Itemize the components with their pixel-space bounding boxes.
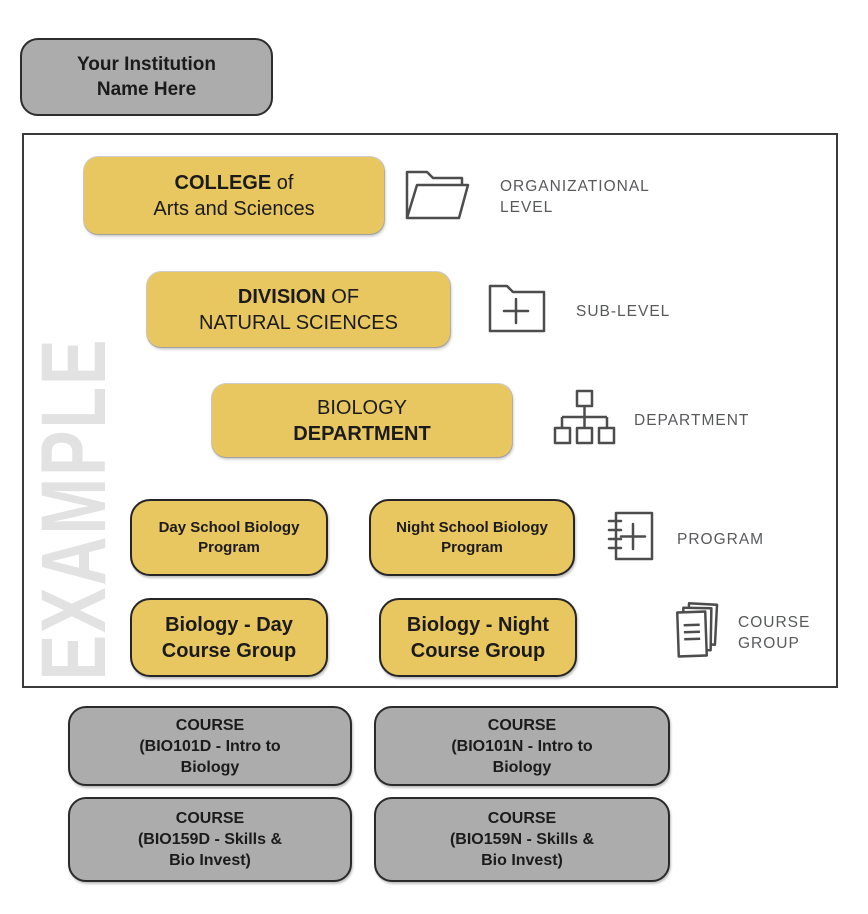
course-group-night-box: Biology - Night Course Group [379,598,577,677]
college-line2: Arts and Sciences [153,197,315,220]
division-line1: DIVISION OF [237,285,360,308]
legend-organizational-level: ORGANIZATIONAL LEVEL [402,165,650,229]
institution-line1: Your Institution [77,54,216,75]
program-night-box: Night School Biology Program [369,499,575,576]
notebook-plus-icon [605,509,657,569]
course-bio101n-box: COURSE (BIO101N - Intro to Biology [374,706,670,786]
program-day-box: Day School Biology Program [130,499,328,576]
example-watermark: EXAMPLE [22,337,126,681]
department-box: BIOLOGY DEPARTMENT [212,384,512,457]
institution-name-box: Your Institution Name Here [20,38,273,116]
college-box: COLLEGE of Arts and Sciences [84,157,384,234]
legend-department-label: DEPARTMENT [634,411,750,429]
org-chart-icon [552,388,616,452]
legend-program: PROGRAM [605,509,764,569]
division-box: DIVISION OF NATURAL SCIENCES [147,272,450,347]
legend-course-group-label: COURSE GROUP [738,614,811,652]
legend-sub-level-label: SUB-LEVEL [576,302,671,320]
example-diagram-container: EXAMPLE COLLEGE of Arts and Sciences ORG… [22,133,838,688]
legend-organizational-level-label: ORGANIZATIONAL LEVEL [500,178,650,216]
legend-program-label: PROGRAM [677,530,765,548]
division-line2: NATURAL SCIENCES [199,311,398,334]
stacked-pages-icon [672,601,722,665]
department-line1: BIOLOGY [316,396,408,419]
course-bio159n-box: COURSE (BIO159N - Skills & Bio Invest) [374,797,670,882]
department-line2: DEPARTMENT [293,422,431,445]
college-line1: COLLEGE of [174,171,294,194]
legend-sub-level: SUB-LEVEL [486,281,670,341]
course-group-day-box: Biology - Day Course Group [130,598,328,677]
open-folder-icon [402,165,474,229]
institution-line2: Name Here [96,79,197,100]
folder-plus-icon [486,281,548,341]
course-bio159d-box: COURSE (BIO159D - Skills & Bio Invest) [68,797,352,882]
legend-course-group: COURSE GROUP [672,601,810,665]
course-bio101d-box: COURSE (BIO101D - Intro to Biology [68,706,352,786]
legend-department: DEPARTMENT [552,388,749,452]
